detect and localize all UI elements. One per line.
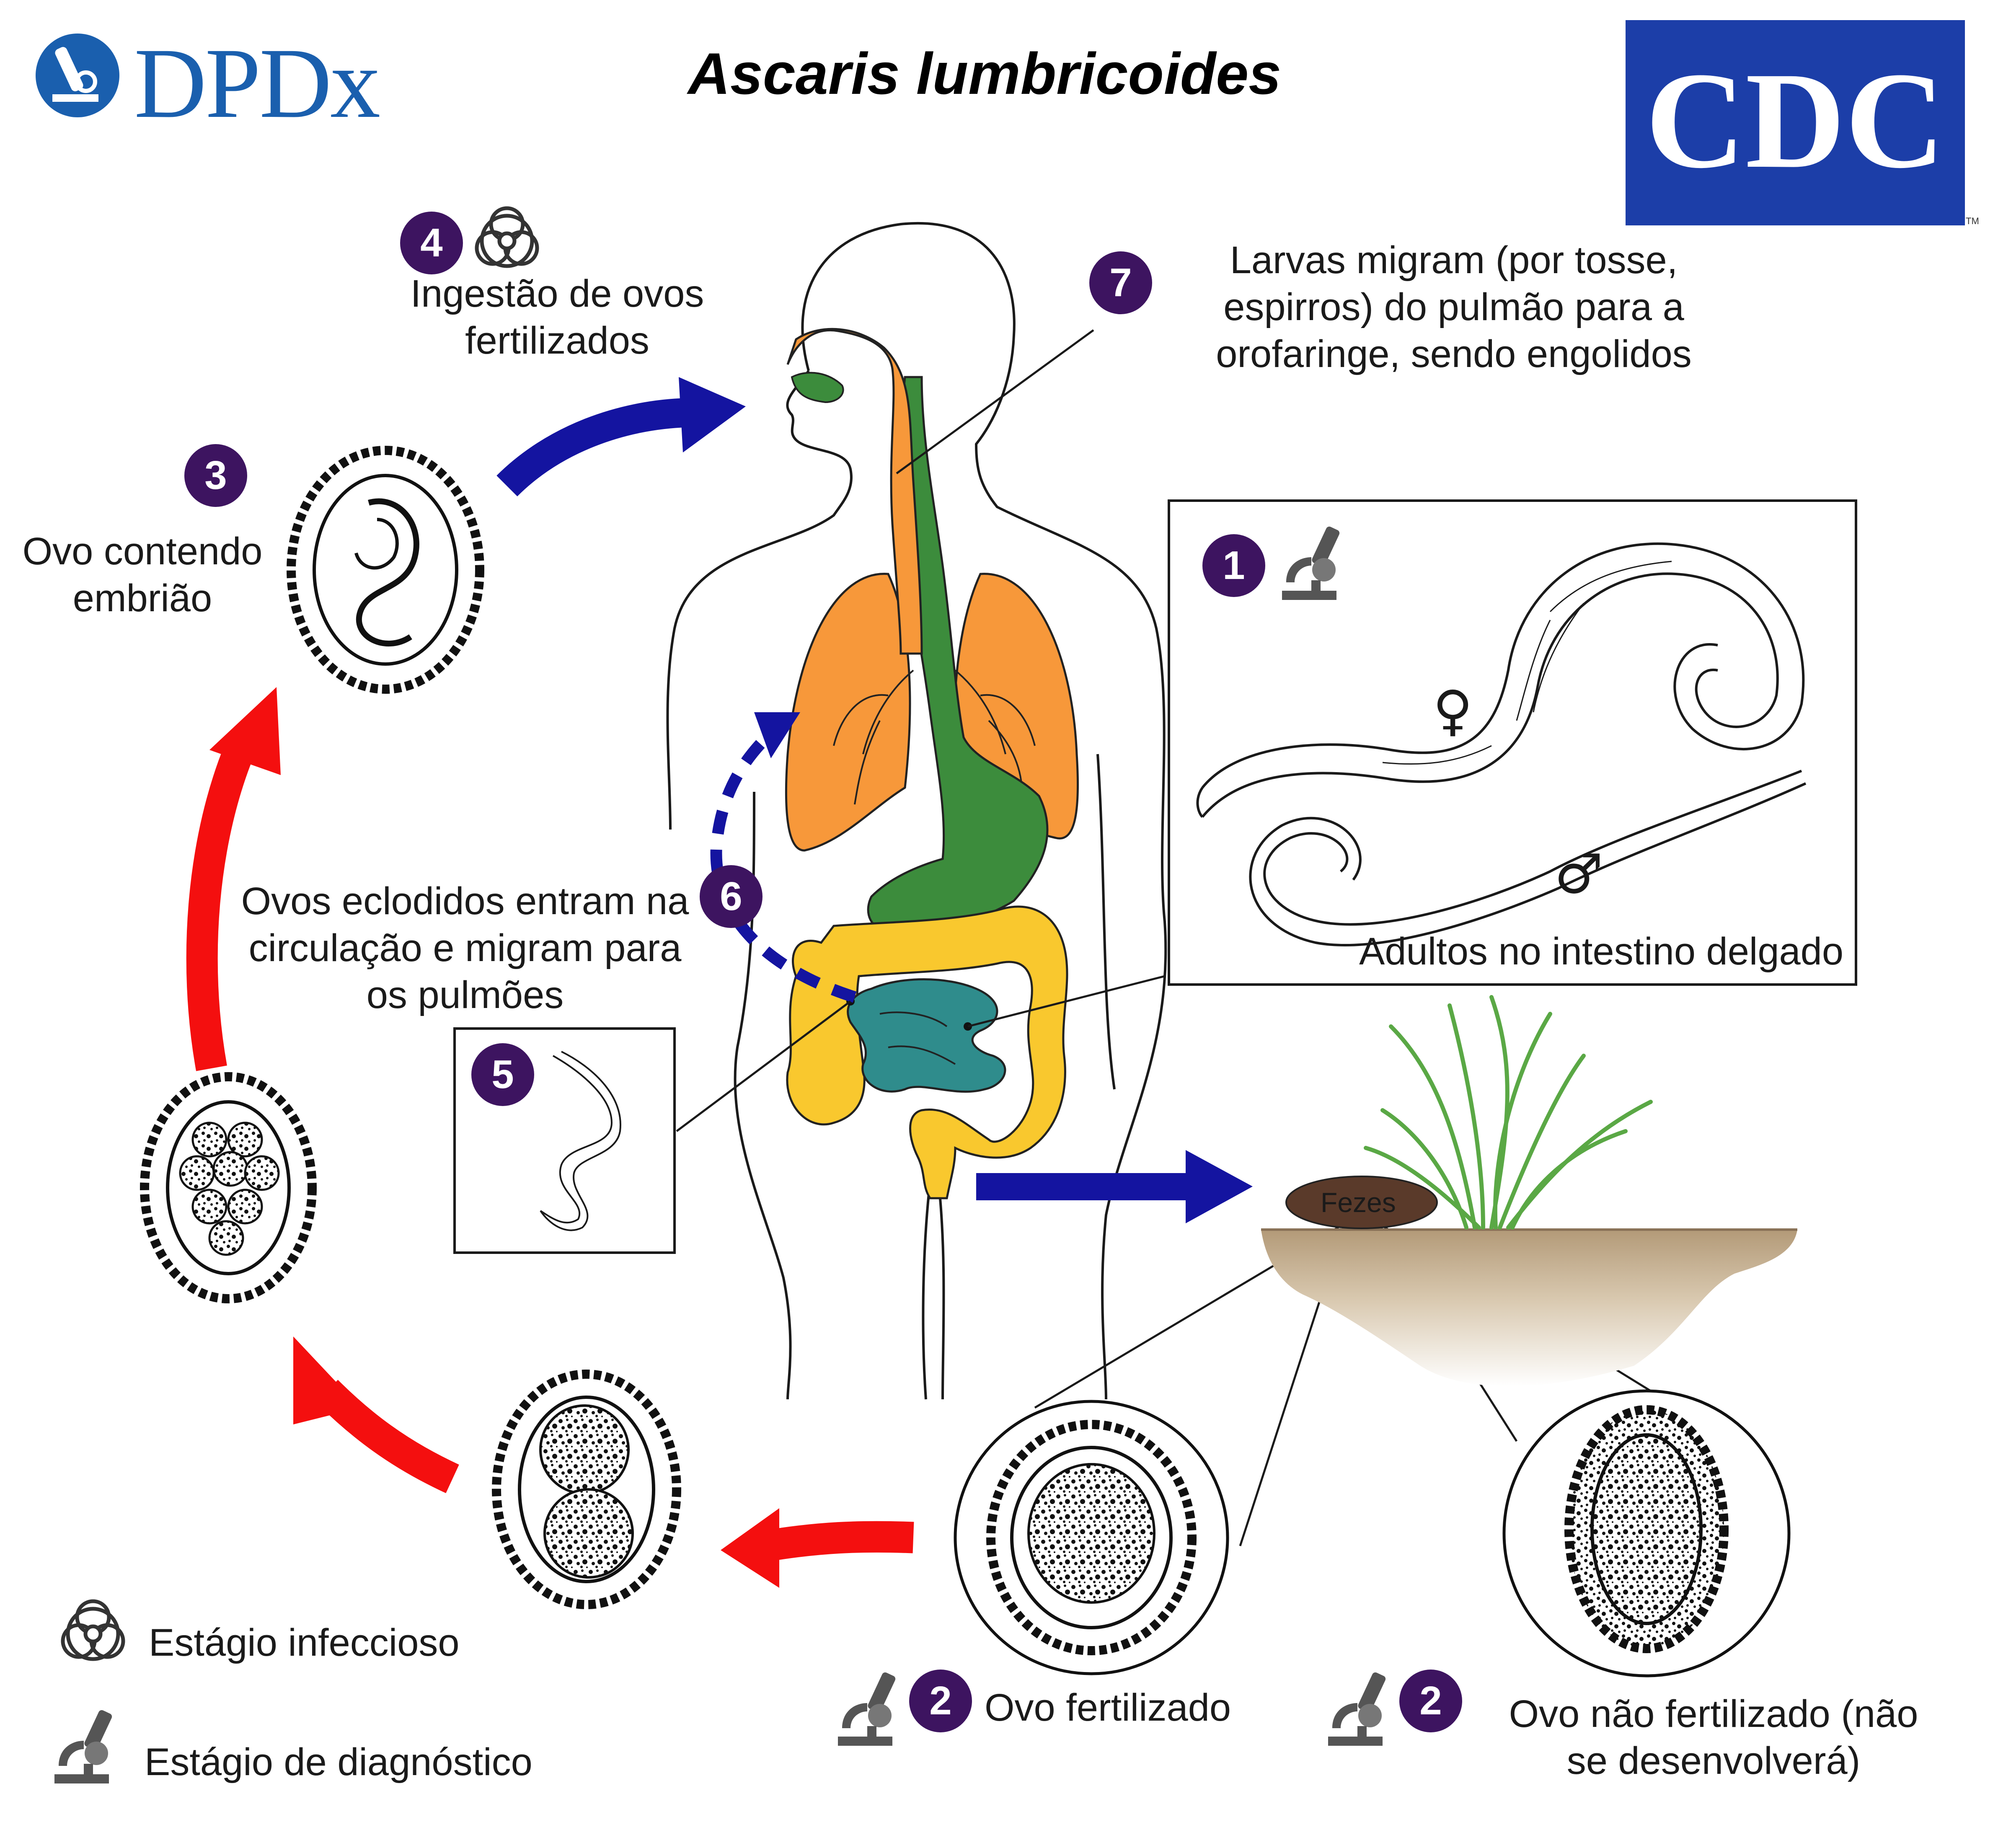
step-6-label-line2: circulação e migram para: [248, 927, 682, 969]
small-intestine: [846, 978, 1006, 1093]
worm-texture: [1382, 561, 1672, 765]
step-2-unfertilized-label-line1: Ovo não fertilizado (não: [1509, 1693, 1918, 1735]
egg-embryonated: [287, 446, 484, 694]
biohazard-icon: [475, 206, 539, 268]
microscope-icon: [1282, 526, 1340, 600]
egg-morula: [140, 1072, 317, 1303]
step-2-fertilized-label: Ovo fertilizado: [985, 1686, 1231, 1729]
male-symbol: ♂: [1554, 842, 1603, 906]
larva: [540, 1051, 621, 1231]
legend-diagnostic-label: Estágio de diagnóstico: [145, 1741, 532, 1783]
step-7-badge: 7: [1089, 251, 1152, 314]
legend-infective-label: Estágio infeccioso: [149, 1621, 460, 1664]
microscope-icon: [54, 1710, 112, 1783]
step-2-badge-fertilized: 2: [909, 1670, 972, 1732]
step-3-label-line1: Ovo contendo: [22, 530, 263, 573]
step-6-label-line1: Ovos eclodidos entram na: [241, 880, 689, 923]
feces: [1285, 1176, 1438, 1229]
step-1-label: Adultos no intestino delgado: [1359, 930, 1843, 973]
step-4-badge: 4: [400, 212, 463, 274]
egg-two-cell: [492, 1370, 681, 1609]
diagram-title: Ascaris lumbricoides: [688, 41, 1282, 106]
microscope-icon: [1328, 1672, 1386, 1746]
adult-worms-box: [1168, 499, 1857, 986]
arrow-ingestion: [496, 377, 746, 496]
egg-unfertilized: [1502, 1389, 1791, 1677]
step-7-label-line3: orofaringe, sendo engolidos: [1216, 333, 1692, 375]
step-6-label-line3: os pulmões: [366, 974, 564, 1016]
arrow-fertilized-to-cleaving: [721, 1508, 914, 1588]
grass: [1364, 995, 1653, 1230]
arrow-excretion: [976, 1150, 1253, 1223]
step-7-label-line1: Larvas migram (por tosse,: [1230, 239, 1678, 282]
arrow-morula-to-embryo: [186, 687, 281, 1071]
biohazard-icon: [61, 1599, 125, 1661]
step-3-badge: 3: [184, 444, 247, 507]
trademark: TM: [1966, 216, 1979, 226]
cdc-logo-text: CDC: [1645, 44, 1945, 197]
dpdx-logo: DPDx: [134, 27, 380, 139]
step-1-badge: 1: [1202, 534, 1265, 597]
step-2-unfertilized-label-line2: se desenvolverá): [1566, 1739, 1861, 1782]
soil: [1261, 1228, 1797, 1386]
airway: [786, 328, 923, 655]
step-6-badge: 6: [700, 865, 763, 928]
female-symbol: ♀: [1433, 679, 1473, 742]
adult-worms: [1196, 542, 1807, 946]
cdc-logo: CDC: [1626, 20, 1965, 225]
feces-label: Fezes: [1321, 1187, 1396, 1218]
large-intestine: [786, 905, 1068, 1199]
microscope-icon: [838, 1672, 896, 1746]
larva-box: [453, 1027, 676, 1254]
step-3-label-line2: embrião: [72, 577, 212, 620]
step-5-badge: 5: [471, 1043, 534, 1106]
step-7-label-line2: espirros) do pulmão para a: [1223, 286, 1684, 328]
egg-fertilized: [954, 1400, 1229, 1675]
step-4-label-line2: fertilizados: [465, 319, 649, 362]
arrow-cleaving-to-morula: [293, 1336, 459, 1494]
step-4-label-line1: Ingestão de ovos: [410, 272, 704, 315]
dpdx-microscope-icon: [36, 34, 119, 117]
step-2-badge-unfertilized: 2: [1399, 1670, 1462, 1732]
migration-path-dashed: [710, 712, 857, 1003]
